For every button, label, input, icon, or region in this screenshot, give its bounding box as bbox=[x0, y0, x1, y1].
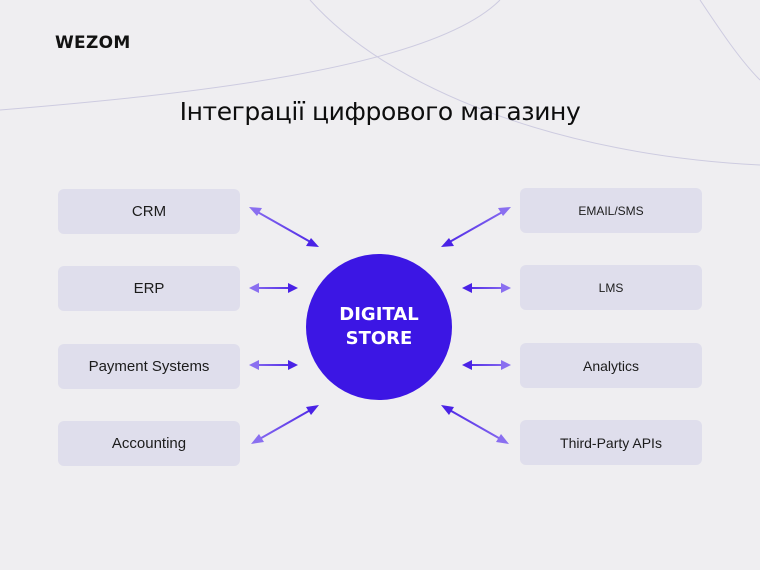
integration-label: ERP bbox=[133, 280, 165, 297]
wezom-logo: WEZOM bbox=[55, 33, 131, 53]
integration-label: EMAIL/SMS bbox=[578, 203, 644, 218]
arrow-accounting bbox=[251, 405, 319, 444]
integration-box-crm: CRM bbox=[58, 189, 240, 234]
integration-box-payment-systems: Payment Systems bbox=[58, 344, 240, 389]
integration-box-third-party-apis: Third-Party APIs bbox=[520, 420, 702, 465]
integration-box-lms: LMS bbox=[520, 265, 702, 310]
arrow-email-sms bbox=[441, 207, 511, 247]
integration-box-accounting: Accounting bbox=[58, 421, 240, 466]
arrow-payment-systems bbox=[249, 360, 298, 370]
integration-label: Analytics bbox=[582, 357, 640, 374]
hub-label-line1: DIGITAL bbox=[339, 304, 419, 325]
arrow-third-party-apis bbox=[441, 405, 509, 444]
arrow-crm bbox=[249, 207, 319, 247]
integration-box-erp: ERP bbox=[58, 266, 240, 311]
integration-label: LMS bbox=[598, 280, 624, 295]
integration-label: CRM bbox=[131, 203, 167, 220]
integration-label: Payment Systems bbox=[88, 358, 210, 375]
digital-store-hub: DIGITAL STORE bbox=[306, 254, 452, 400]
hub-label-line2: STORE bbox=[345, 328, 413, 349]
arrow-analytics bbox=[462, 360, 511, 370]
integration-label: Accounting bbox=[111, 435, 187, 452]
page-title: Інтеграції цифрового магазину bbox=[179, 97, 581, 126]
integration-box-email-sms: EMAIL/SMS bbox=[520, 188, 702, 233]
integration-label: Third-Party APIs bbox=[560, 434, 662, 451]
integration-box-analytics: Analytics bbox=[520, 343, 702, 388]
arrow-erp bbox=[249, 283, 298, 293]
arrow-lms bbox=[462, 283, 511, 293]
